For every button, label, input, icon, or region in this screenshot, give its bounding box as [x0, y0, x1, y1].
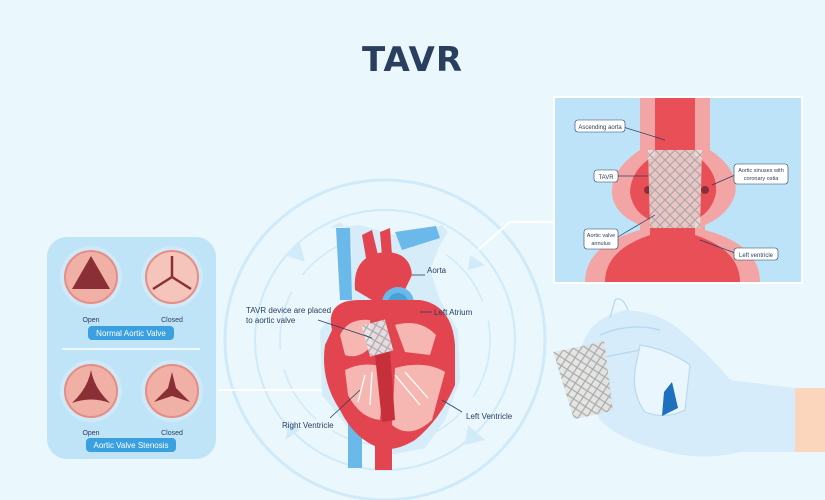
inset-tavr-label: TAVR — [598, 175, 614, 181]
sinuses-label-1: Aortic sinuses with — [738, 168, 784, 174]
tavr-placement-label-2: to aortic valve — [246, 316, 296, 325]
left-ventricle-label: Left Ventricle — [466, 412, 513, 421]
aorta-label: Aorta — [427, 266, 447, 275]
sinuses-label-2: coronary ostia — [744, 176, 779, 182]
heart-illustration — [320, 222, 460, 470]
page-title: TAVR — [361, 40, 464, 80]
inset-tag-annulus: Aortic valve annulus — [583, 228, 619, 250]
valve-closed-label: Closed — [161, 317, 183, 324]
connector-lines — [218, 221, 556, 391]
valve-normal-open — [60, 246, 122, 308]
right-ventricle-label: Right Ventricle — [282, 421, 334, 430]
left-atrium-label: Left Atrium — [434, 308, 473, 317]
stenosis-valve-label: Aortic Valve Stenosis — [94, 441, 169, 450]
valves-panel: Open Closed Normal Aortic Valve Open Clo… — [47, 237, 216, 459]
inset-tag-tavr: TAVR — [593, 169, 619, 183]
aorta-inset: Ascending aorta TAVR Aortic sinuses with… — [553, 96, 803, 284]
inset-tag-ascending: Ascending aorta — [574, 119, 626, 133]
stenosis-valve-tag — [86, 438, 176, 452]
valve-normal-closed — [141, 246, 203, 308]
heart-leaders — [317, 274, 463, 419]
background-arrows — [285, 243, 485, 445]
valve-closed-label-2: Closed — [161, 430, 183, 437]
annulus-label-1: Aortic valve — [587, 233, 615, 239]
inset-tag-sinuses: Aortic sinuses with coronary ostia — [733, 163, 789, 185]
normal-valve-tag — [88, 326, 174, 340]
ascending-aorta-label: Ascending aorta — [578, 125, 622, 131]
valve-stenosis-closed — [141, 360, 203, 422]
tavr-placement-label-1: TAVR device are placed — [246, 306, 331, 315]
gloved-hand-with-device — [553, 298, 825, 457]
inset-tag-left-ventricle: Left ventricle — [733, 247, 779, 261]
inset-left-ventricle-label: Left ventricle — [739, 253, 774, 259]
valve-stenosis-open — [60, 360, 122, 422]
valve-open-label: Open — [82, 317, 99, 324]
annulus-label-2: annulus — [591, 241, 611, 247]
normal-valve-label: Normal Aortic Valve — [96, 329, 166, 338]
valve-open-label-2: Open — [82, 430, 99, 437]
